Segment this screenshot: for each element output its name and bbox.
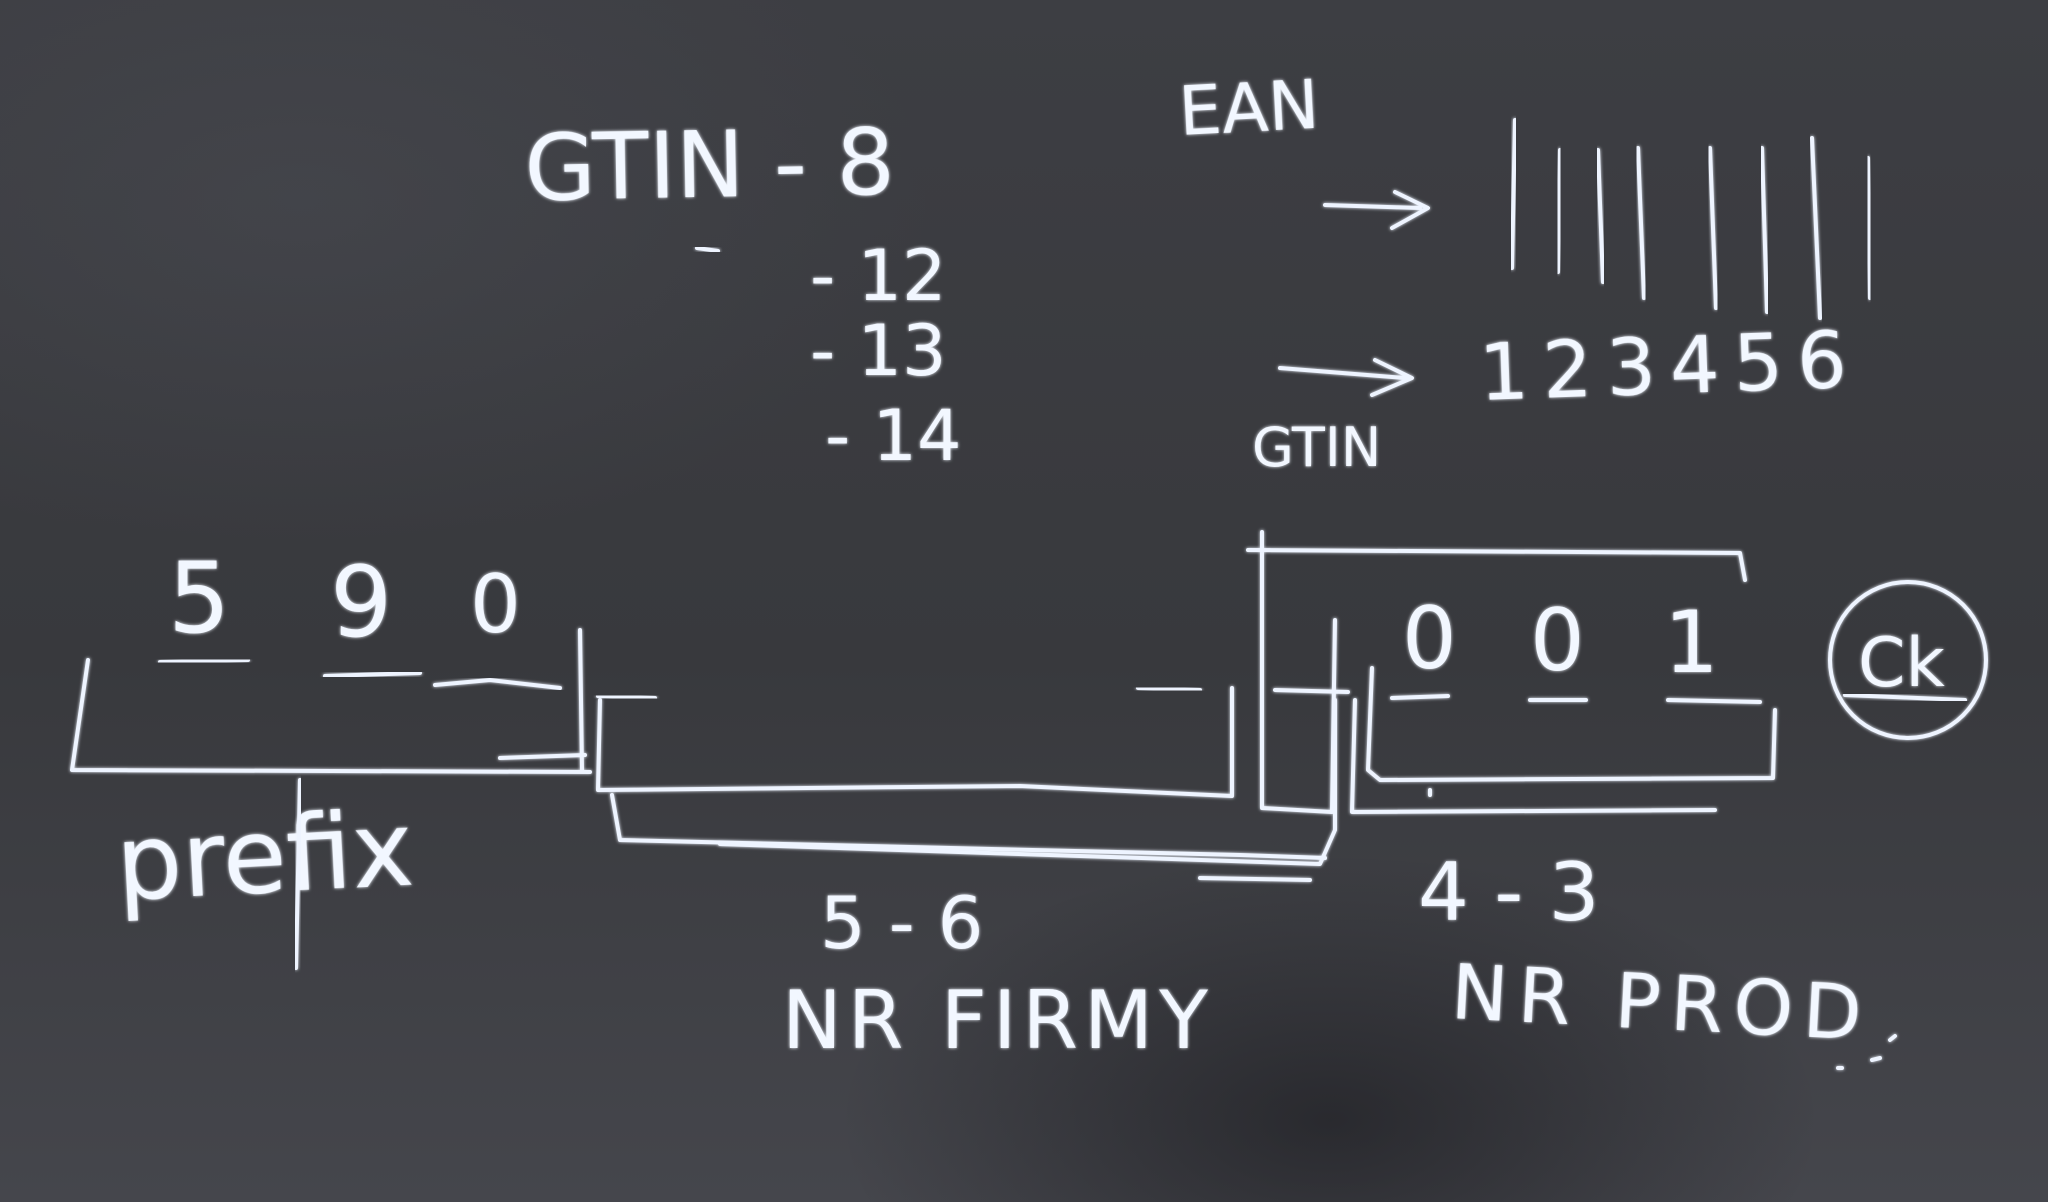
barcode-lines-icon	[1510, 118, 1910, 320]
product-digit-1: 0	[1402, 589, 1457, 689]
product-count: 4 - 3	[1418, 846, 1600, 939]
gtin-13-item: - 13	[810, 310, 947, 392]
gtin-label: GTIN	[1252, 416, 1381, 479]
product-label: NR PROD	[1449, 947, 1874, 1058]
product-bracket	[1366, 666, 1777, 797]
arrow-to-digits-icon	[1278, 358, 1414, 397]
gtin-8-title: GTIN - 8	[524, 109, 896, 222]
check-digit-underline	[1843, 693, 1967, 702]
prefix-digit-2: 9	[330, 546, 392, 660]
gtin-14-item: - 14	[825, 395, 962, 477]
digit-underline	[158, 658, 250, 664]
trailing-marks	[1836, 1034, 1897, 1070]
product-digit-2: 0	[1530, 591, 1585, 691]
gtin-12-item: - 12	[810, 235, 947, 317]
digit-underline	[323, 671, 422, 678]
company-bracket-outer	[718, 698, 1337, 882]
prefix-bracket	[70, 628, 592, 774]
digit-underline	[433, 678, 562, 690]
arrow-to-barcode-icon	[1323, 190, 1430, 230]
company-digit-placeholders	[596, 686, 1202, 700]
prefix-label: prefix	[113, 788, 417, 925]
ean-label: EAN	[1177, 66, 1321, 152]
company-label: NR FIRMY	[782, 974, 1214, 1067]
product-frame	[1246, 530, 1747, 814]
check-digit-label: Ck	[1858, 624, 1945, 703]
product-digit-3: 1	[1664, 593, 1719, 693]
dash-mark	[695, 246, 720, 253]
digits-123456: 123456	[1478, 316, 1863, 419]
check-digit-circle	[1828, 580, 1988, 740]
prefix-digit-1: 5	[168, 542, 230, 656]
company-count: 5 - 6	[820, 881, 983, 965]
prefix-digit-3: 0	[470, 558, 521, 651]
prefix-label-stroke	[294, 778, 302, 970]
company-bracket	[596, 686, 1327, 860]
